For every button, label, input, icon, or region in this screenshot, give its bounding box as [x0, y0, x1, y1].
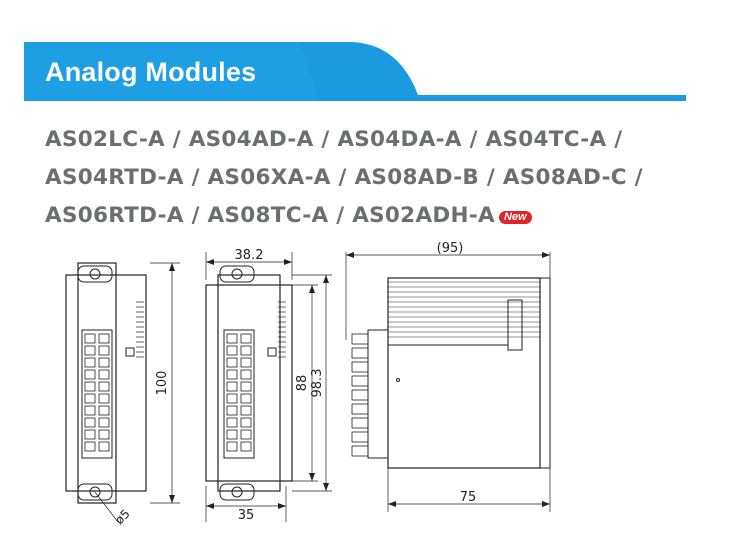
- new-badge: New: [498, 211, 532, 224]
- terminal-cell: [84, 441, 96, 452]
- plug: [351, 333, 369, 345]
- plug: [351, 403, 369, 415]
- terminal-cell: [84, 345, 96, 356]
- banner-shape: [24, 42, 686, 101]
- terminal-cell: [84, 405, 96, 416]
- terminal-cell: [240, 381, 252, 392]
- front-view: [65, 262, 180, 523]
- terminal-cell: [226, 429, 238, 440]
- terminal-cell: [98, 345, 110, 356]
- terminal-cell: [98, 429, 110, 440]
- plug: [351, 389, 369, 401]
- terminal-cell: [240, 369, 252, 380]
- plug: [351, 375, 369, 387]
- terminal-cell: [240, 393, 252, 404]
- terminal-cell: [84, 369, 96, 380]
- terminal-cell: [98, 441, 110, 452]
- dim-outer-height: 98.3: [310, 369, 325, 398]
- terminal-cell: [240, 333, 252, 344]
- terminal-cell: [98, 333, 110, 344]
- dim-inner-height: 88: [295, 375, 310, 392]
- terminal-cell: [84, 417, 96, 428]
- terminal-cell: [240, 441, 252, 452]
- model-line-2: AS04RTD-A / AS06XA-A / AS08AD-B / AS08AD…: [45, 165, 643, 190]
- dim-bottom-width: 35: [238, 508, 255, 523]
- model-line-3-text: AS06RTD-A / AS08TC-A / AS02ADH-A: [45, 203, 495, 228]
- terminal-plugs: [351, 333, 369, 457]
- plug: [351, 431, 369, 443]
- terminal-cell: [226, 357, 238, 368]
- banner-gradient: [300, 42, 686, 101]
- dim-top-width: 38.2: [235, 248, 264, 263]
- mounting-hole-top: [89, 268, 101, 280]
- terminal-cell: [84, 381, 96, 392]
- header-banner: [24, 42, 686, 101]
- terminal-block: [84, 333, 110, 452]
- dim-hole-diameter: ø5: [112, 507, 132, 527]
- terminal-cell: [240, 345, 252, 356]
- side-ribs: [388, 281, 540, 338]
- terminal-cell: [84, 429, 96, 440]
- dimension-drawing: 100 ø5 38.2 35 88 98.3: [65, 241, 551, 527]
- model-line-1: AS02LC-A / AS04AD-A / AS04DA-A / AS04TC-…: [45, 127, 623, 152]
- middle-view: [205, 252, 332, 522]
- side-view: [345, 252, 551, 512]
- terminal-cell: [226, 417, 238, 428]
- mounting-hole-bottom: [89, 486, 101, 498]
- dim-side-base: 75: [460, 490, 477, 505]
- terminal-cell: [240, 417, 252, 428]
- terminal-cell: [226, 345, 238, 356]
- terminal-cell: [84, 357, 96, 368]
- terminal-cell: [240, 357, 252, 368]
- terminal-cell: [226, 333, 238, 344]
- terminal-cell: [226, 381, 238, 392]
- terminal-cell: [240, 405, 252, 416]
- terminal-cell: [226, 405, 238, 416]
- dim-side-depth: (95): [437, 241, 464, 256]
- terminal-cell: [226, 369, 238, 380]
- vent-fins: [136, 301, 144, 358]
- terminal-block-middle: [226, 333, 252, 452]
- terminal-cell: [226, 393, 238, 404]
- plug: [351, 347, 369, 359]
- dim-front-height: 100: [155, 371, 170, 396]
- vent-fins-middle: [278, 301, 286, 358]
- model-list: AS02LC-A / AS04AD-A / AS04DA-A / AS04TC-…: [45, 121, 725, 235]
- plug: [351, 417, 369, 429]
- plug: [351, 445, 369, 457]
- terminal-cell: [98, 381, 110, 392]
- terminal-cell: [98, 393, 110, 404]
- terminal-cell: [240, 429, 252, 440]
- terminal-cell: [226, 441, 238, 452]
- terminal-cell: [84, 333, 96, 344]
- terminal-cell: [84, 393, 96, 404]
- terminal-cell: [98, 417, 110, 428]
- terminal-cell: [98, 357, 110, 368]
- terminal-cell: [98, 405, 110, 416]
- terminal-cell: [98, 369, 110, 380]
- plug: [351, 361, 369, 373]
- page-title: Analog Modules: [45, 57, 257, 87]
